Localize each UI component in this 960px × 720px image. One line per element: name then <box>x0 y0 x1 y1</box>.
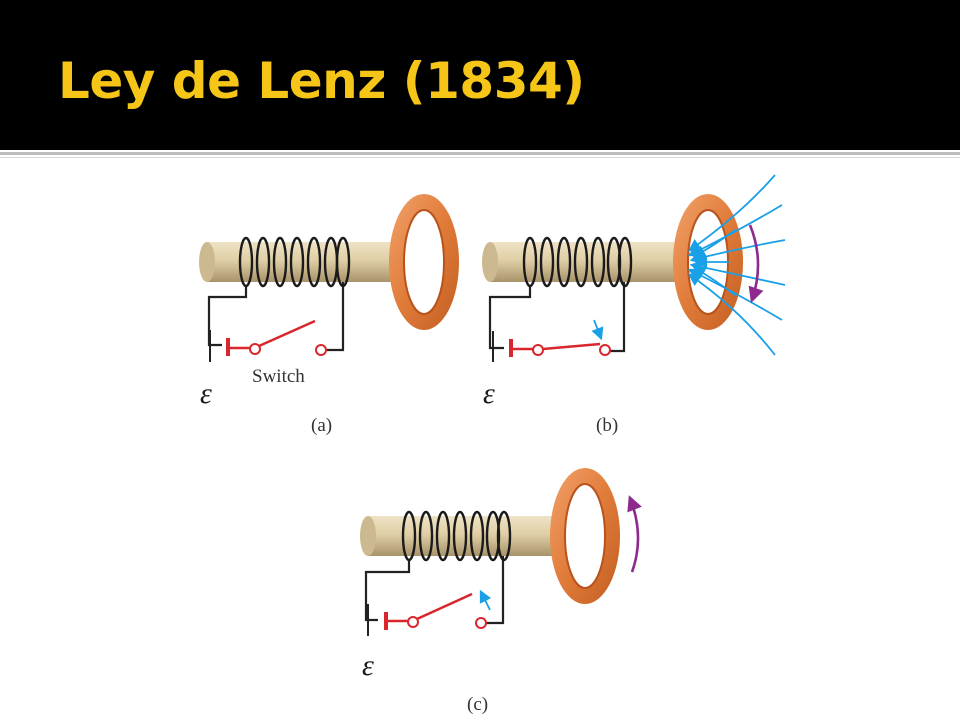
copper-ring-c <box>550 468 620 604</box>
caption-b: (b) <box>596 415 618 436</box>
induced-current-arrow-b <box>748 224 764 303</box>
circuit-wire-b <box>488 280 626 353</box>
caption-c: (c) <box>467 694 488 715</box>
divider-line <box>0 152 960 155</box>
coil-a <box>238 236 351 288</box>
battery-c <box>367 604 409 636</box>
iron-rod-a <box>199 242 402 282</box>
circuit-wire-c <box>364 554 505 625</box>
coil-b <box>522 236 633 288</box>
switch-label: Switch <box>252 366 305 387</box>
battery-a <box>209 330 251 362</box>
divider-line-thin <box>0 157 960 158</box>
slide-title: Ley de Lenz (1834) <box>58 52 585 110</box>
emf-symbol-a: ε <box>200 377 212 410</box>
title-bar <box>0 0 960 150</box>
battery-b <box>492 331 534 362</box>
magnetic-field-lines-b <box>687 174 786 356</box>
switch-closed-b <box>532 319 611 356</box>
iron-rod-b <box>482 242 685 282</box>
switch-open-a <box>249 319 327 356</box>
coil-c <box>401 510 512 562</box>
switch-motion-arrow-b <box>591 319 604 341</box>
iron-rod-c <box>360 516 561 556</box>
switch-open-c <box>407 589 492 629</box>
switch-motion-arrow-c <box>479 589 492 611</box>
induced-current-arrow-c <box>627 495 642 573</box>
copper-ring-a <box>389 194 459 330</box>
caption-a: (a) <box>311 415 332 436</box>
panel-c: ε (c) <box>360 468 642 715</box>
emf-symbol-c: ε <box>362 649 374 682</box>
emf-symbol-b: ε <box>483 377 495 410</box>
panel-b: ε (b) <box>482 174 786 436</box>
circuit-wire-a <box>207 280 345 352</box>
panel-a: ε Switch (a) <box>199 194 459 436</box>
